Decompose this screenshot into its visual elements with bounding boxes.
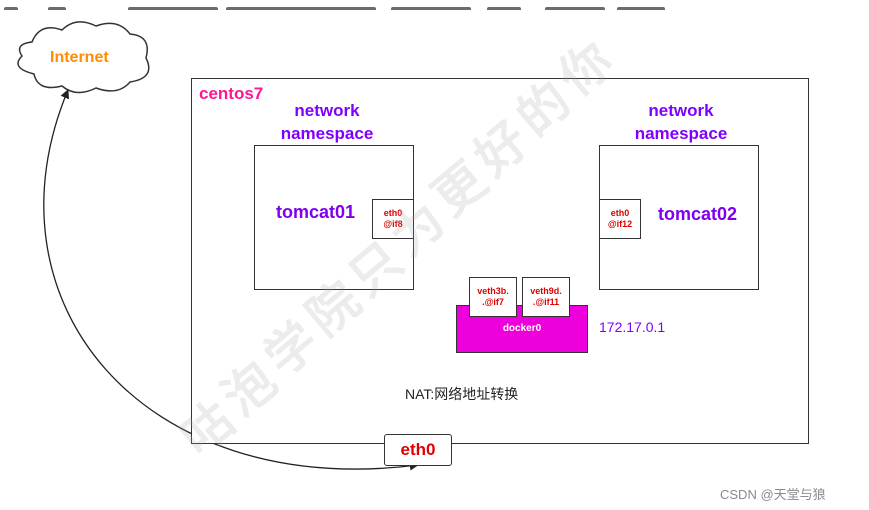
- nat-label: NAT:网络地址转换: [405, 386, 519, 402]
- namespace-box-tomcat02: [599, 145, 759, 290]
- iface-peer: @if12: [607, 219, 633, 229]
- iface-tomcat02-eth0: eth0 @if12: [599, 199, 641, 239]
- internet-eth0-curve: [43, 89, 419, 471]
- internet-label: Internet: [50, 49, 109, 66]
- veth-name: veth3b.: [477, 286, 509, 296]
- cloud-shape: [17, 21, 150, 94]
- iface-tomcat01-eth0: eth0 @if8: [372, 199, 414, 239]
- iface-name: eth0: [610, 208, 630, 218]
- veth-1: veth3b. .@if7: [469, 277, 517, 317]
- host-label: centos7: [199, 84, 264, 103]
- veth-name: veth9d.: [530, 286, 562, 296]
- footer-credit: CSDN @天堂与狼: [720, 487, 826, 502]
- veth-2: veth9d. .@if11: [522, 277, 570, 317]
- namespace-title-2: network namespace: [634, 101, 728, 143]
- iface-peer: @if8: [383, 219, 403, 229]
- namespace-title-1: network namespace: [280, 101, 374, 143]
- host-eth0: eth0: [384, 434, 452, 466]
- container-tomcat01: tomcat01: [276, 202, 356, 222]
- veth-peer: .@if7: [482, 297, 504, 307]
- docker0-ip: 172.17.0.1: [599, 319, 666, 335]
- veth-peer: .@if11: [532, 297, 560, 307]
- iface-name: eth0: [383, 208, 403, 218]
- cropped-text-strip: [0, 0, 869, 10]
- container-tomcat02: tomcat02: [658, 204, 738, 224]
